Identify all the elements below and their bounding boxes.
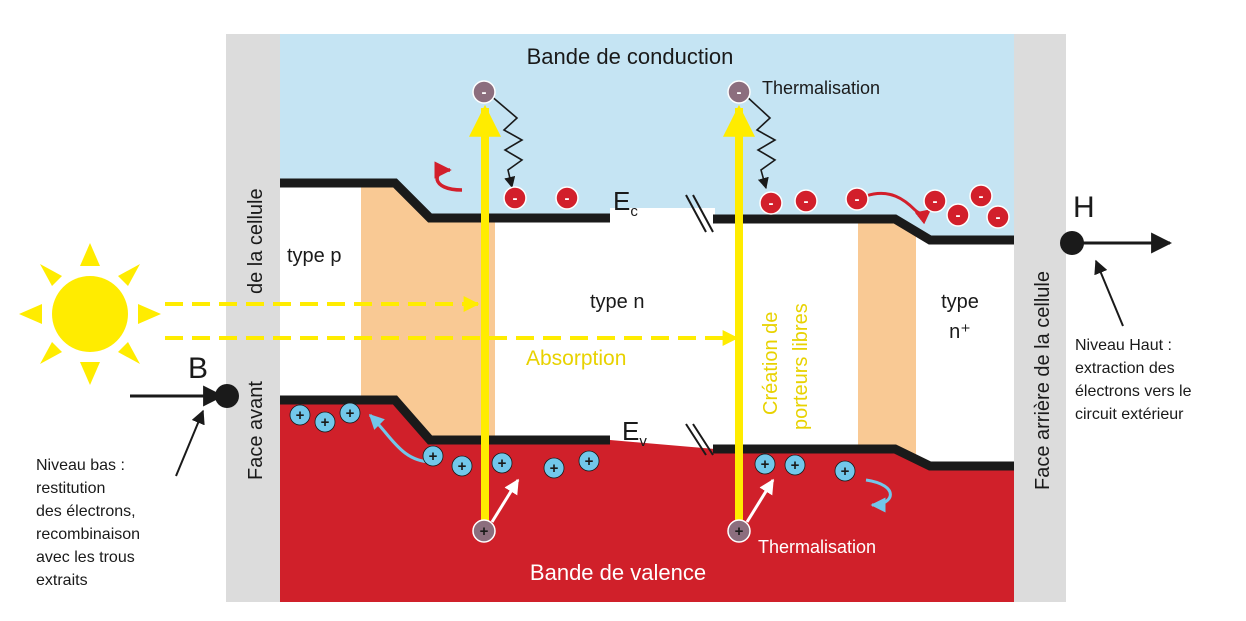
carrier-sign: - bbox=[933, 193, 938, 210]
electron-icon: - bbox=[794, 189, 818, 213]
absorption-label: Absorption bbox=[526, 347, 626, 370]
nn-plus-junction-zone bbox=[858, 219, 916, 459]
pn-junction-zone bbox=[361, 183, 495, 440]
front-face-label-1: de la cellule bbox=[245, 188, 267, 294]
excited-electron-icon: - bbox=[727, 80, 751, 104]
thermalisation-bottom-label: Thermalisation bbox=[758, 537, 876, 557]
electron-reflect-arrow bbox=[434, 161, 463, 192]
contact-b-dot bbox=[215, 384, 239, 408]
carrier-sign: + bbox=[346, 405, 355, 422]
electron-icon: - bbox=[923, 189, 947, 213]
point-h-label: H bbox=[1073, 191, 1095, 224]
hole-icon: + bbox=[578, 450, 600, 472]
thermalisation-path-left bbox=[489, 94, 524, 189]
break-mark-icon bbox=[685, 423, 714, 456]
hole-icon: + bbox=[543, 457, 565, 479]
carrier-sign: + bbox=[498, 455, 507, 472]
creation-label-1: Création de bbox=[760, 312, 782, 415]
hole-icon: + bbox=[834, 460, 856, 482]
carrier-sign: - bbox=[956, 207, 961, 224]
carrier-sign: + bbox=[458, 458, 467, 475]
carrier-sign: - bbox=[996, 209, 1001, 226]
back-face-panel bbox=[1014, 34, 1066, 602]
carrier-sign: - bbox=[565, 190, 570, 207]
carrier-sign: - bbox=[482, 84, 487, 101]
electron-icon: - bbox=[845, 187, 869, 211]
back-face-label: Face arrière de la cellule bbox=[1032, 271, 1054, 490]
front-face-panel bbox=[226, 34, 280, 602]
hole-icon: + bbox=[754, 453, 776, 475]
electron-icon: - bbox=[503, 186, 527, 210]
carrier-sign: + bbox=[761, 456, 770, 473]
high-level-pointer bbox=[1094, 259, 1124, 327]
carrier-sign: - bbox=[979, 188, 984, 205]
hole-reflect-arrow bbox=[865, 478, 892, 513]
excited-electron-icon: - bbox=[472, 80, 496, 104]
hole-icon: + bbox=[289, 404, 311, 426]
hole-icon: + bbox=[491, 452, 513, 474]
hole-icon: + bbox=[784, 454, 806, 476]
break-mark-icon bbox=[685, 194, 714, 233]
carrier-sign: - bbox=[737, 84, 742, 101]
type-p-label: type p bbox=[287, 245, 341, 267]
ev-label: Ev bbox=[622, 416, 647, 450]
electron-icon: - bbox=[555, 186, 579, 210]
carrier-sign: - bbox=[769, 195, 774, 212]
electron-icon: - bbox=[946, 203, 970, 227]
hole-icon: + bbox=[339, 402, 361, 424]
hole-thermalisation-arrow-right bbox=[745, 478, 775, 523]
electron-icon: - bbox=[969, 184, 993, 208]
carrier-sign: + bbox=[791, 457, 800, 474]
hole-icon: + bbox=[422, 445, 444, 467]
ec-label: Ec bbox=[613, 186, 638, 220]
conduction-band-label: Bande de conduction bbox=[527, 44, 734, 69]
contact-h-dot bbox=[1060, 231, 1084, 255]
type-n-label: type n bbox=[590, 291, 644, 313]
sun-icon bbox=[19, 243, 161, 385]
carrier-sign: + bbox=[480, 523, 489, 540]
carrier-sign: + bbox=[550, 460, 559, 477]
carrier-sign: - bbox=[804, 193, 809, 210]
hole-drift-arrow bbox=[368, 413, 433, 464]
carrier-sign: - bbox=[855, 191, 860, 208]
electron-drift-arrow bbox=[865, 191, 932, 225]
conduction-band-edge-left bbox=[280, 178, 610, 223]
excited-hole-icon: + bbox=[727, 519, 751, 543]
conduction-band-edge-right bbox=[713, 214, 1014, 245]
thermalisation-path-right bbox=[744, 94, 777, 190]
carrier-sign: + bbox=[735, 523, 744, 540]
thermalisation-top-label: Thermalisation bbox=[762, 78, 880, 98]
hole-icon: + bbox=[451, 455, 473, 477]
low-level-pointer bbox=[175, 409, 205, 477]
excited-hole-icon: + bbox=[472, 519, 496, 543]
creation-label-2: porteurs libres bbox=[790, 303, 812, 430]
hole-thermalisation-arrow-left bbox=[490, 478, 520, 523]
conduction-band-region bbox=[280, 34, 1014, 240]
point-b-label: B bbox=[188, 352, 208, 385]
hole-icon: + bbox=[314, 411, 336, 433]
front-face-label-2: Face avant bbox=[245, 381, 267, 480]
type-nplus-label-1: type bbox=[941, 291, 979, 313]
carrier-sign: + bbox=[296, 407, 305, 424]
carrier-sign: + bbox=[585, 453, 594, 470]
electron-icon: - bbox=[986, 205, 1010, 229]
low-level-text: Niveau bas : restitution des électrons, … bbox=[36, 457, 145, 589]
carrier-sign: + bbox=[841, 463, 850, 480]
type-nplus-label-2: n⁺ bbox=[949, 321, 971, 343]
valence-band-edge-right bbox=[713, 444, 1014, 471]
electron-icon: - bbox=[759, 191, 783, 215]
carrier-sign: + bbox=[321, 414, 330, 431]
valence-band-label: Bande de valence bbox=[530, 560, 706, 585]
high-level-text: Niveau Haut : extraction des électrons v… bbox=[1075, 337, 1196, 423]
carrier-sign: + bbox=[429, 448, 438, 465]
carrier-sign: - bbox=[513, 190, 518, 207]
